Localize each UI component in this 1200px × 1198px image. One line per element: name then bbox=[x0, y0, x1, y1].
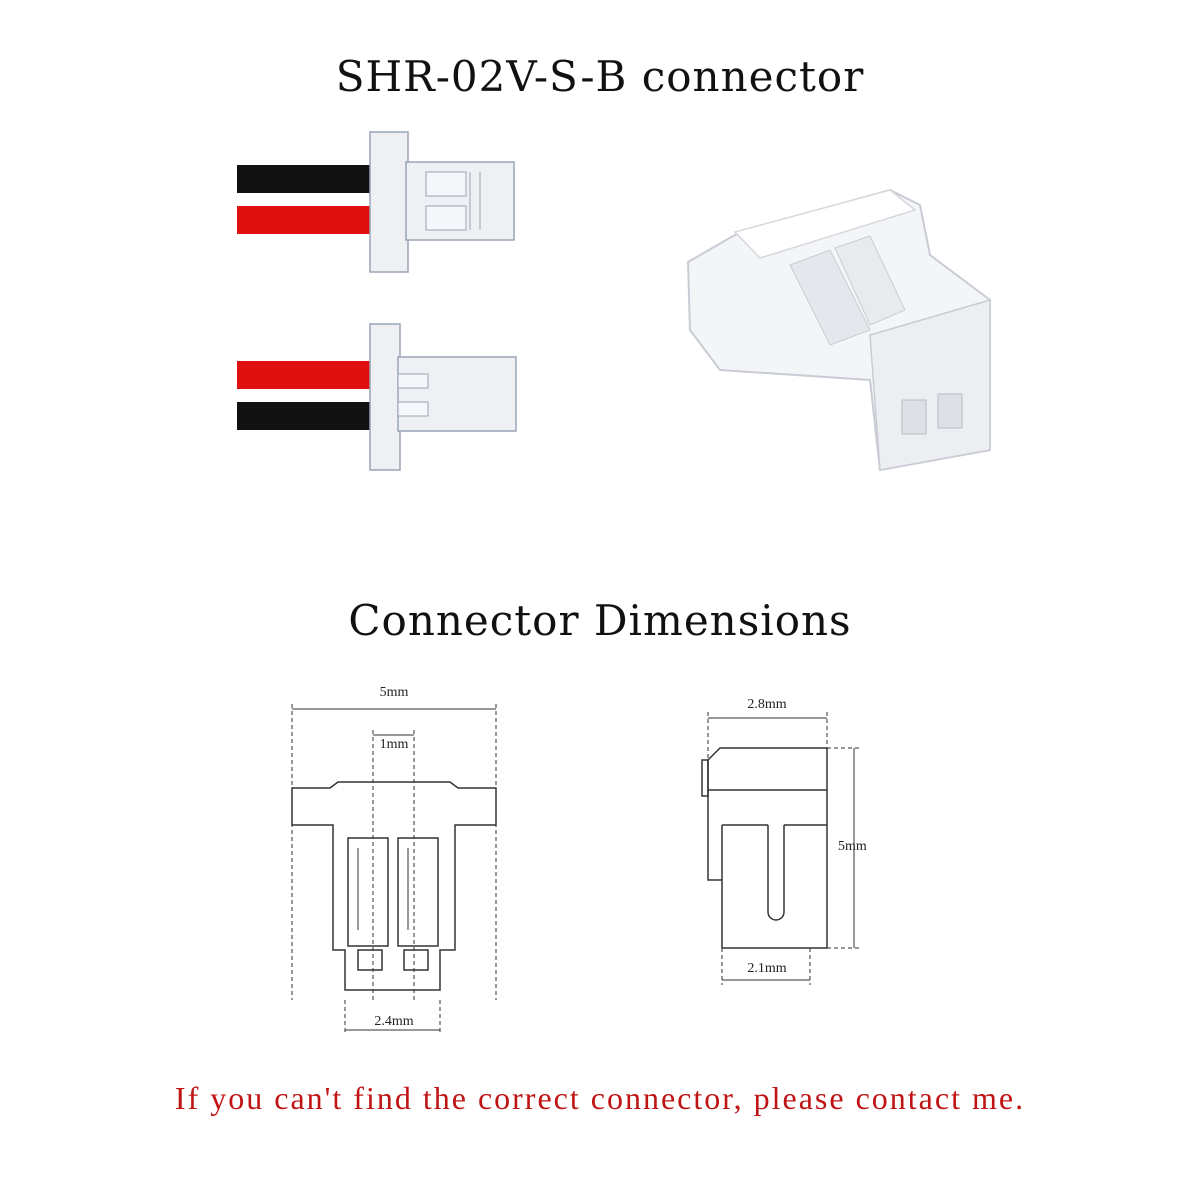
front-dimension-drawing bbox=[291, 704, 497, 1035]
side-top-label: 2.8mm bbox=[747, 697, 786, 712]
side-bottom-label: 2.1mm bbox=[747, 961, 786, 976]
product-title: SHR-02V-S-B connector bbox=[335, 52, 865, 101]
housing-flange bbox=[369, 131, 409, 273]
black-wire bbox=[237, 165, 377, 193]
dimensions-title: Connector Dimensions bbox=[348, 596, 852, 645]
connector-photo-side bbox=[237, 323, 517, 471]
front-bottom-label: 2.4mm bbox=[374, 1014, 413, 1029]
front-pitch-label: 1mm bbox=[380, 737, 409, 752]
red-wire bbox=[237, 206, 377, 234]
side-dimension-drawing bbox=[701, 712, 860, 985]
side-height-label: 5mm bbox=[838, 839, 867, 854]
black-wire bbox=[237, 402, 377, 430]
contact-note: If you can't find the correct connector,… bbox=[174, 1080, 1026, 1116]
connector-photo-3d bbox=[686, 188, 991, 472]
housing-body bbox=[397, 356, 517, 432]
front-width-label: 5mm bbox=[380, 685, 409, 700]
connector-photo-top bbox=[237, 131, 515, 273]
housing-flange bbox=[369, 323, 401, 471]
red-wire bbox=[237, 361, 377, 389]
